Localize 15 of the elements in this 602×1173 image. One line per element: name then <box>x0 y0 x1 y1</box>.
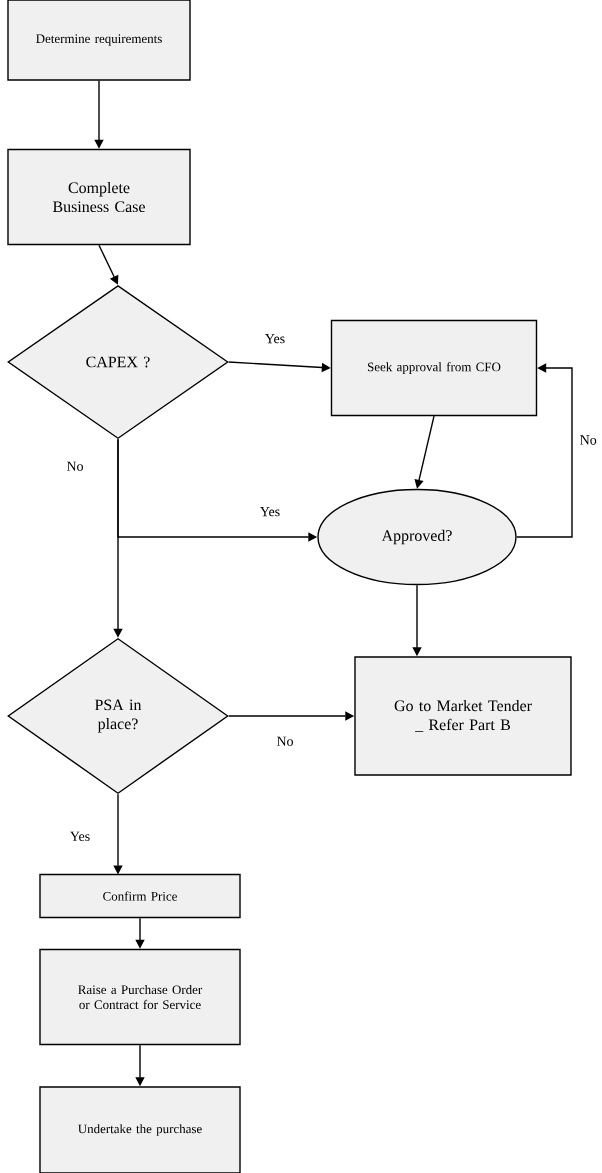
edge-label: No <box>276 736 293 746</box>
process-box: Raise a Purchase Order or Contract for Service <box>39 948 241 1046</box>
process-box: Complete Business Case <box>7 148 191 246</box>
process-box: Seek approval from CFO <box>330 319 538 417</box>
edge-label: Yes <box>260 507 280 517</box>
edge-label: Yes <box>265 334 285 344</box>
edge-label: No <box>66 461 83 471</box>
arrow <box>98 244 119 285</box>
process-box: Confirm Price <box>39 873 241 919</box>
edge-label: Yes <box>70 831 90 841</box>
process-box: Determine requirements <box>7 0 191 81</box>
arrow <box>516 363 573 538</box>
process-box: Undertake the purchase <box>39 1086 241 1173</box>
process-box: Go to Market Tender _ Refer Part B <box>354 656 572 776</box>
edge-label: No <box>580 435 597 445</box>
